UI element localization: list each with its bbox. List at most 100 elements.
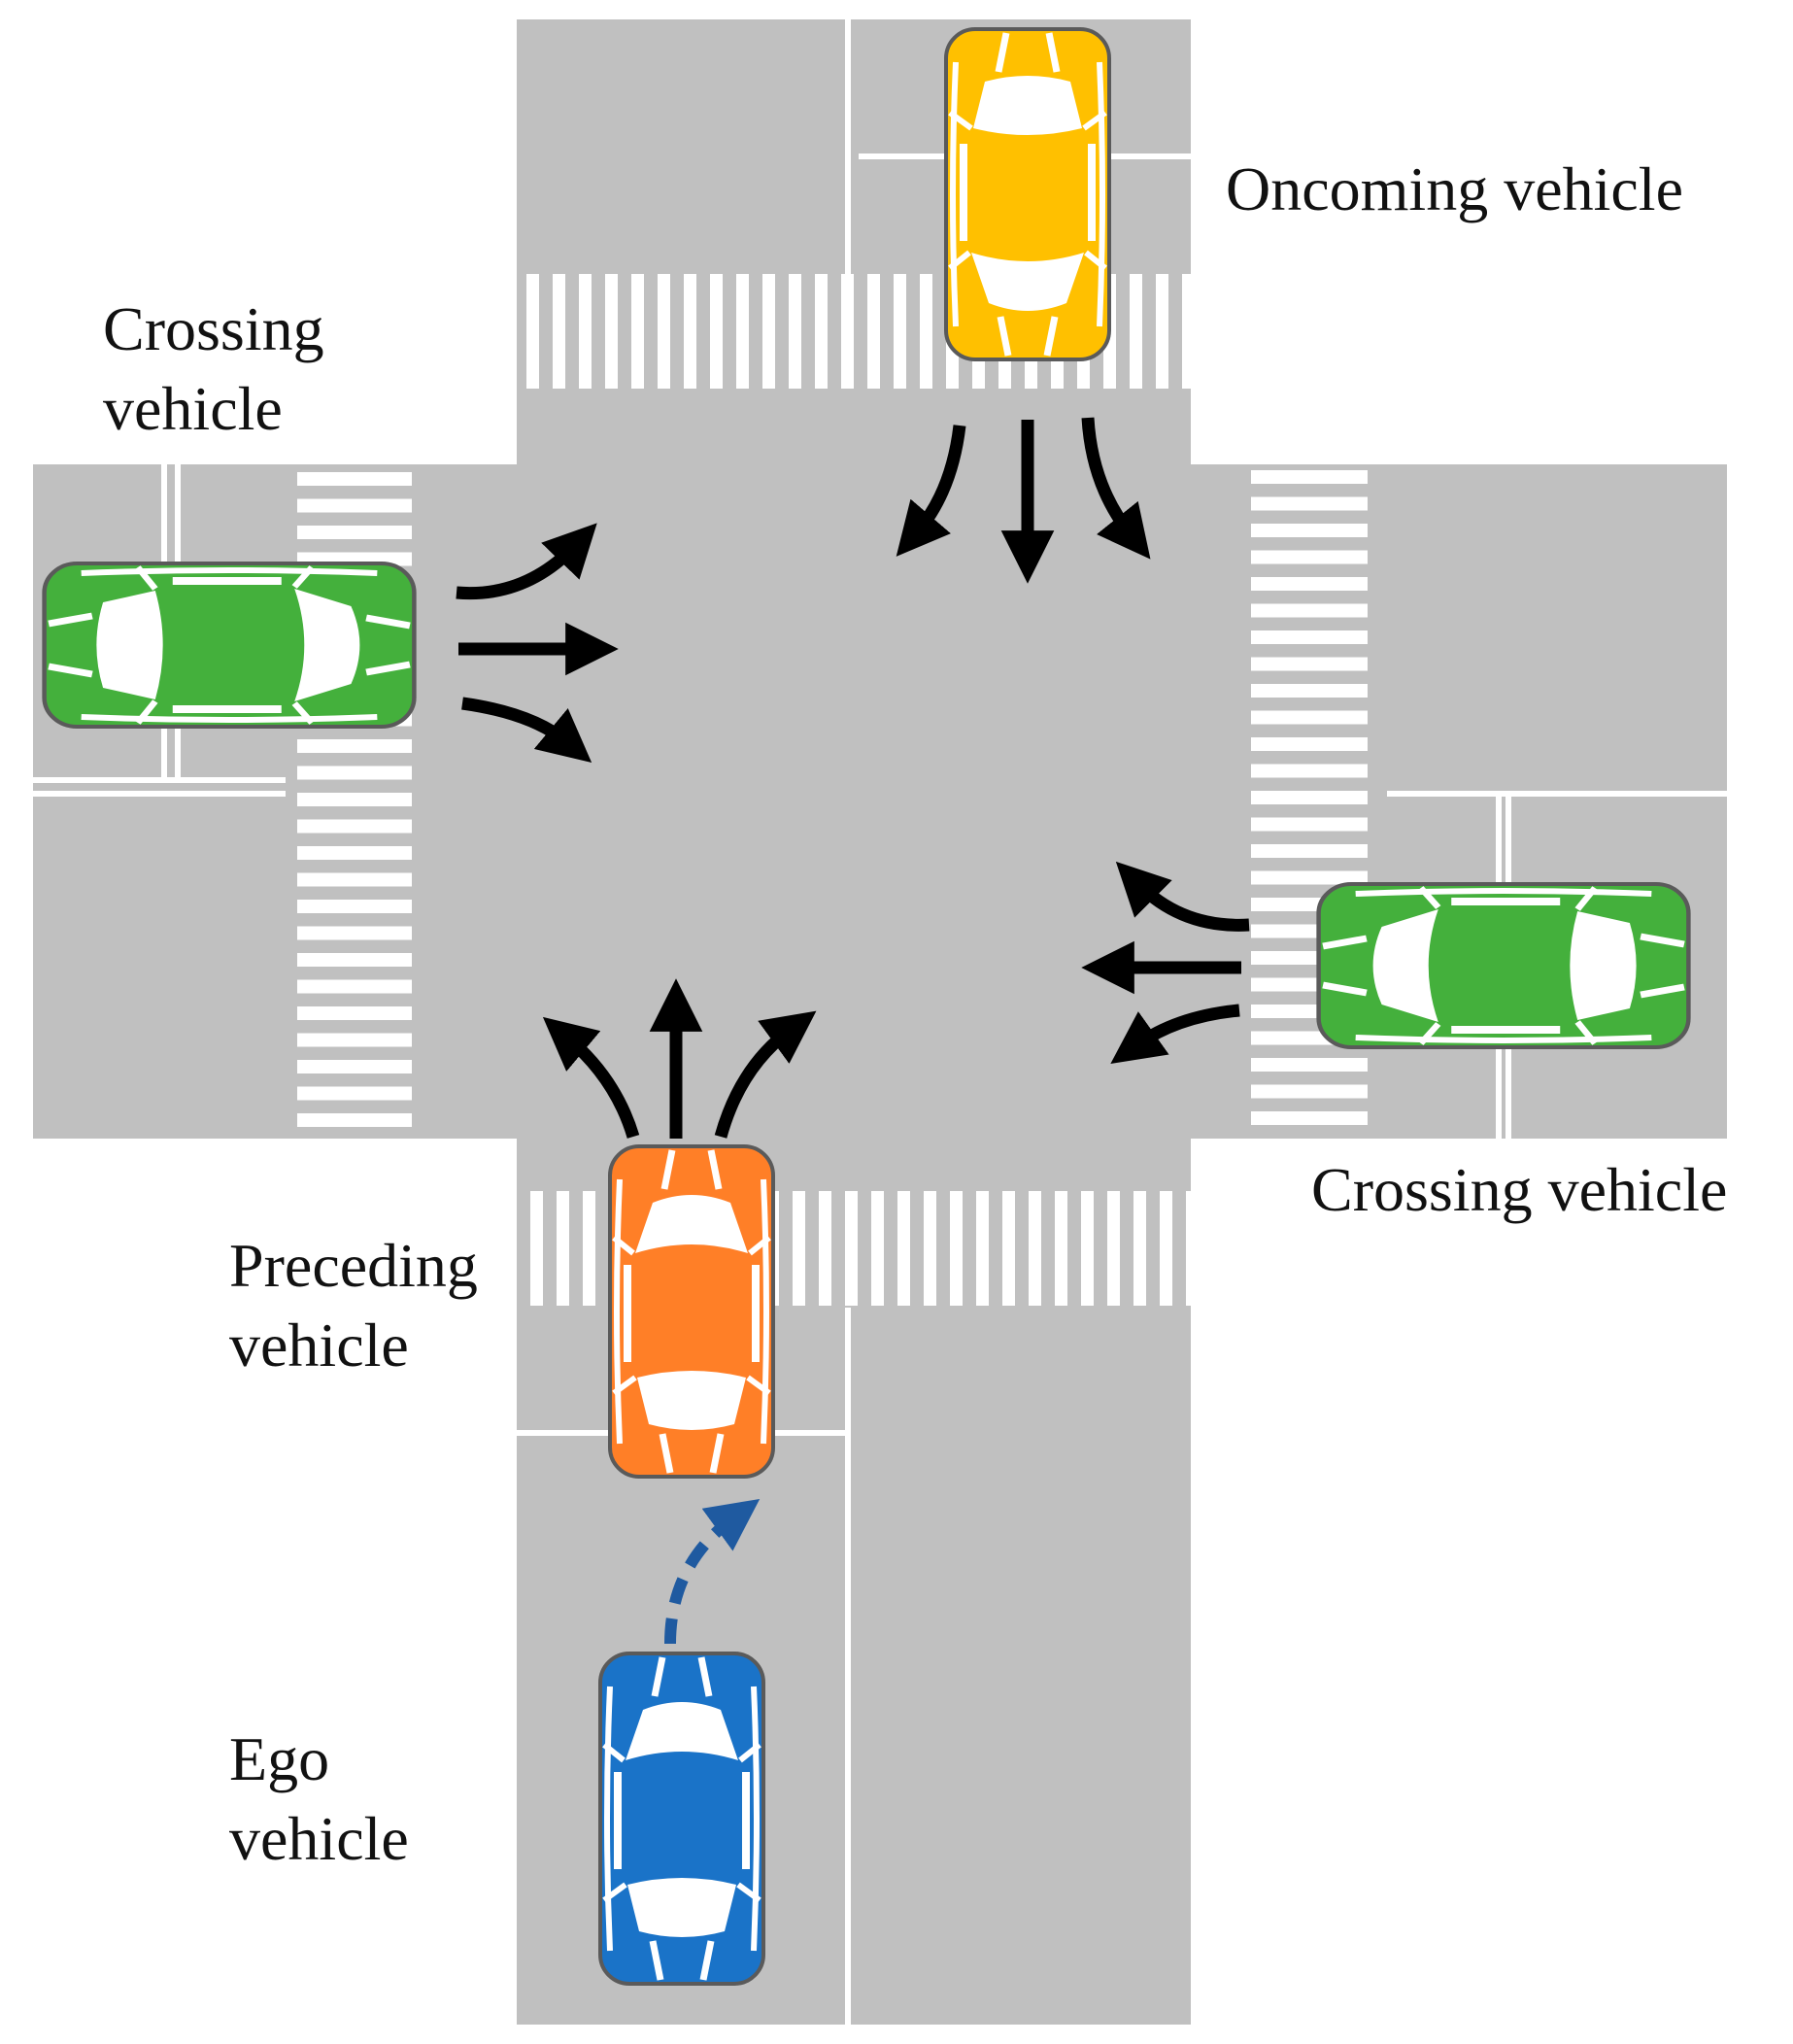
crosswalk-stripe	[297, 872, 412, 887]
crosswalk-stripe	[1251, 550, 1368, 564]
crossing-vehicle-right-label: Crossing vehicle	[1311, 1150, 1727, 1230]
preceding-vehicle-label-line1: Preceding	[229, 1231, 478, 1300]
crosswalk-stripe	[1002, 1191, 1015, 1306]
crosswalk-stripe	[1182, 274, 1195, 389]
crosswalk-stripe	[526, 274, 539, 389]
crosswalk-stripe	[631, 274, 644, 389]
crosswalk-stripe	[297, 819, 412, 834]
crosswalk-stripe	[1130, 274, 1142, 389]
crosswalk-stripe	[1160, 1191, 1172, 1306]
crosswalk-stripe	[297, 900, 412, 913]
ego-path-arrow	[664, 1498, 761, 1645]
crosswalk-stripe	[1251, 791, 1368, 804]
crosswalk-stripe	[297, 739, 412, 753]
crosswalk-stripe	[871, 1191, 884, 1306]
crosswalk-stripe	[1186, 1191, 1199, 1306]
preceding-vehicle-label: Preceding vehicle	[229, 1226, 478, 1385]
crosswalk-stripe	[1251, 710, 1368, 725]
crosswalk-stripe	[976, 1191, 989, 1306]
crosswalk-stripe	[553, 274, 565, 389]
crosswalk-stripe	[793, 1191, 805, 1306]
crosswalk-stripe	[530, 1191, 543, 1306]
crosswalk-stripe	[1251, 737, 1368, 751]
crosswalk-stripe	[762, 274, 775, 389]
crosswalk-stripe	[1251, 844, 1368, 858]
crossing-vehicle-right-label-text: Crossing vehicle	[1311, 1155, 1728, 1224]
crosswalk-stripe	[297, 1006, 412, 1020]
crossing-right-left-turn-arrow	[1115, 861, 1250, 932]
crosswalk-stripe	[297, 472, 412, 486]
crosswalk-stripe	[1251, 817, 1368, 832]
crosswalk-stripe	[1251, 657, 1368, 671]
crosswalk-stripe	[1251, 1084, 1368, 1099]
crosswalk-stripe	[605, 274, 618, 389]
arrows-oncoming	[896, 417, 1151, 584]
crosswalk-stripe	[867, 274, 880, 389]
crosswalk-stripe	[1251, 630, 1368, 644]
crosswalk-stripe	[1029, 1191, 1041, 1306]
crosswalk-stripe	[1251, 496, 1368, 511]
preceding-vehicle	[610, 1146, 773, 1477]
crosswalk-stripe	[297, 766, 412, 780]
crosswalk-stripe	[1251, 1058, 1368, 1072]
crosswalk-stripe	[1107, 1191, 1120, 1306]
crosswalk-stripe	[297, 1086, 412, 1101]
arrows-preceding	[542, 978, 817, 1139]
crosswalk-stripe	[1081, 1191, 1094, 1306]
crossing-left-right-turn-arrow	[461, 697, 592, 763]
crosswalk-stripe	[1251, 470, 1368, 484]
crosswalk-stripe	[789, 274, 801, 389]
crosswalk-stripe	[297, 979, 412, 994]
oncoming-left-turn-arrow	[896, 425, 966, 557]
ego-vehicle-label-line2: vehicle	[229, 1804, 409, 1873]
crosswalk-stripe	[297, 498, 412, 513]
crosswalk-stripe	[297, 526, 412, 539]
crosswalk-stripe	[894, 274, 906, 389]
preceding-right-turn-arrow	[714, 1010, 817, 1139]
crossing-left-left-turn-arrow	[456, 523, 597, 600]
crosswalk-stripe	[297, 1113, 412, 1127]
crosswalk-stripe	[297, 926, 412, 940]
crosswalk-stripe	[1251, 764, 1368, 778]
crossing-vehicle-left	[45, 563, 415, 727]
oncoming-right-turn-arrow	[1081, 417, 1151, 560]
crossing-vehicle-right	[1319, 884, 1689, 1047]
crossing-vehicle-left-label: Crossing vehicle	[103, 290, 324, 449]
crossing-right-right-turn-arrow	[1110, 1004, 1240, 1065]
crosswalk-stripe	[924, 1191, 936, 1306]
crosswalk-stripe	[297, 1060, 412, 1073]
crossing-vehicle-left-label-line2: vehicle	[103, 374, 283, 443]
crosswalk-stripe	[684, 274, 696, 389]
oncoming-vehicle	[946, 29, 1109, 359]
oncoming-vehicle-label: Oncoming vehicle	[1226, 150, 1683, 229]
ego-vehicle-label: Ego vehicle	[229, 1720, 409, 1879]
crosswalk-east	[1251, 470, 1368, 1125]
crosswalk-stripe	[297, 846, 412, 860]
crosswalk-stripe	[297, 793, 412, 806]
crosswalk-stripe	[841, 274, 854, 389]
crosswalk-stripe	[819, 1191, 831, 1306]
crosswalk-stripe	[1251, 524, 1368, 537]
crosswalk-stripe	[1251, 577, 1368, 591]
crosswalk-stripe	[297, 1033, 412, 1047]
ego-vehicle	[600, 1653, 763, 1984]
crosswalk-stripe	[557, 1191, 569, 1306]
crosswalk-stripe	[579, 274, 592, 389]
crosswalk-stripe	[710, 274, 723, 389]
crosswalk-stripe	[920, 274, 932, 389]
preceding-left-turn-arrow	[542, 1016, 640, 1139]
crosswalk-stripe	[1156, 274, 1168, 389]
crosswalk-stripe	[1251, 684, 1368, 698]
crosswalk-stripe	[1251, 870, 1368, 885]
crosswalk-stripe	[583, 1191, 595, 1306]
crosswalk-stripe	[1055, 1191, 1067, 1306]
crosswalk-stripe	[736, 274, 749, 389]
crosswalk-stripe	[658, 274, 670, 389]
oncoming-vehicle-label-text: Oncoming vehicle	[1226, 154, 1683, 223]
arrows-crossing-right	[1081, 861, 1250, 1065]
crosswalk-stripe	[950, 1191, 963, 1306]
crosswalk-stripe	[1133, 1191, 1146, 1306]
crosswalk-stripe	[297, 953, 412, 967]
crosswalk-stripe	[845, 1191, 858, 1306]
